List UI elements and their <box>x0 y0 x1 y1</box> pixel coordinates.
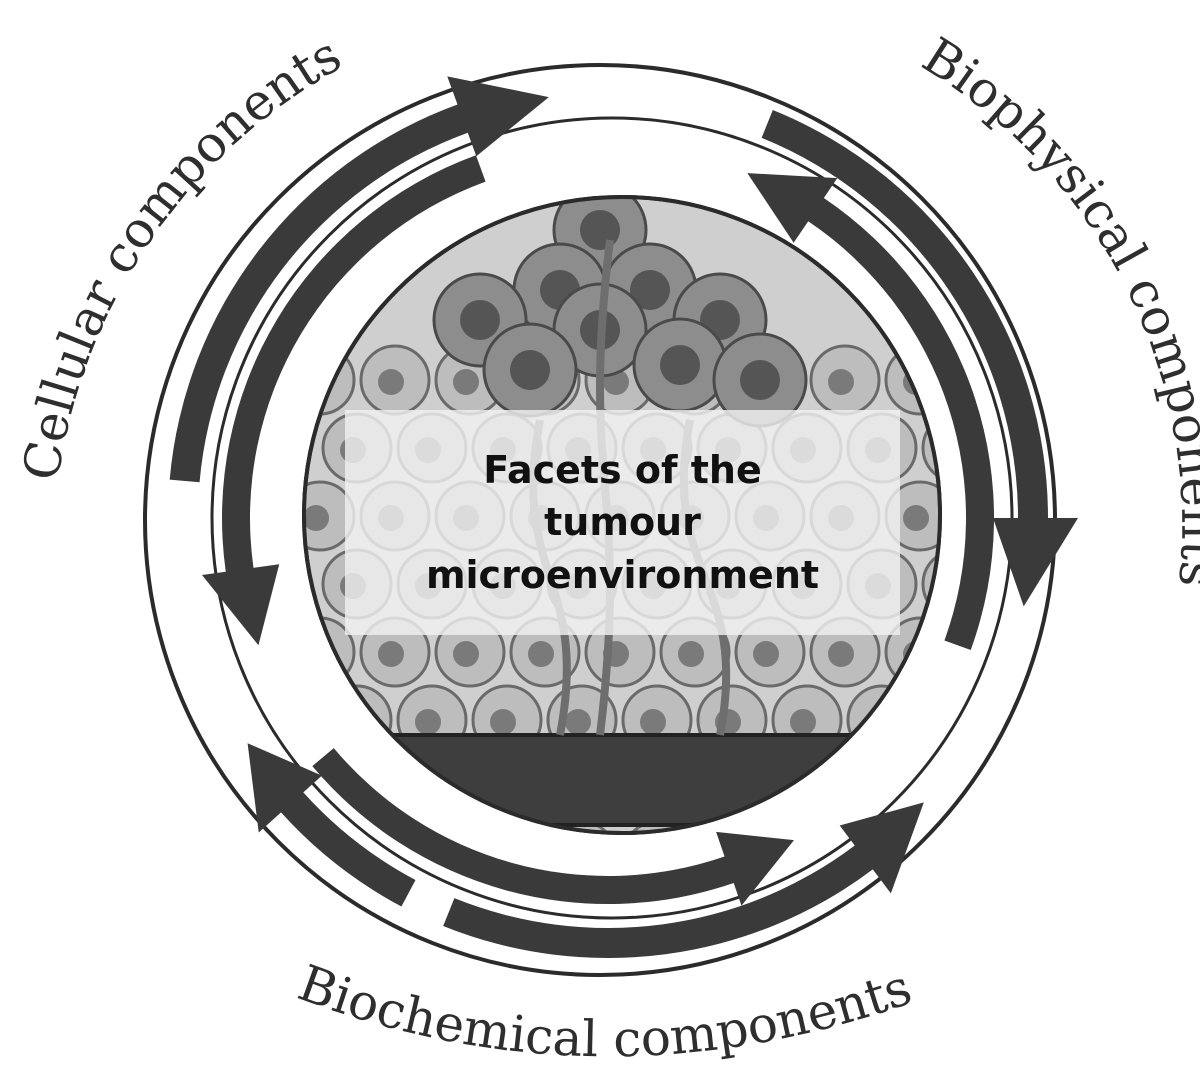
cell <box>921 412 940 484</box>
cell <box>304 616 356 688</box>
cell-nucleus <box>828 369 854 395</box>
cell-nucleus <box>304 641 329 667</box>
cell-nucleus <box>678 641 704 667</box>
cell-nucleus <box>528 641 554 667</box>
cell-nucleus <box>304 369 329 395</box>
cell-nucleus <box>378 369 404 395</box>
cell-nucleus <box>453 641 479 667</box>
arrow-biochemical-lower <box>443 802 924 958</box>
arrow-cellular-counter <box>201 155 486 646</box>
arrow-biochemical-inner <box>312 748 794 906</box>
tumour-nucleus <box>460 300 500 340</box>
cell-nucleus <box>790 845 816 871</box>
cycle-arrows <box>169 76 1078 958</box>
center-title-line-3: microenvironment <box>425 552 820 597</box>
cell-nucleus <box>304 505 329 531</box>
tumour-nucleus <box>580 210 620 250</box>
illustration-border <box>302 195 942 835</box>
arrow-biophysical-counter <box>747 173 995 651</box>
arrow-biophysical-clockwise <box>761 110 1078 607</box>
tumour-nucleus <box>510 350 550 390</box>
cell-nucleus <box>340 709 366 735</box>
label-biochemical: Biochemical components <box>291 954 919 1068</box>
center-title: Facets of the tumour microenvironment <box>345 410 900 635</box>
cell-nucleus <box>640 845 666 871</box>
cell-nucleus <box>565 709 591 735</box>
tumour-nucleus <box>660 345 700 385</box>
cell-nucleus <box>640 709 666 735</box>
arrow-biochemical-clockwise <box>247 743 416 907</box>
cell-nucleus <box>453 369 479 395</box>
cell <box>304 344 356 416</box>
label-biochemical-text: Biochemical components <box>291 954 919 1068</box>
cell-nucleus <box>378 641 404 667</box>
tumour-nucleus <box>740 360 780 400</box>
center-title-line-2: tumour <box>544 500 701 545</box>
arrow-cellular-clockwise <box>169 76 549 483</box>
cell-nucleus <box>565 845 591 871</box>
tumour-nucleus <box>630 270 670 310</box>
cell-nucleus <box>490 709 516 735</box>
cell-nucleus <box>415 709 441 735</box>
cell-nucleus <box>828 641 854 667</box>
cell <box>921 548 940 620</box>
cell-nucleus <box>790 709 816 735</box>
cell-nucleus <box>753 641 779 667</box>
center-title-line-1: Facets of the <box>483 447 762 492</box>
cell-nucleus <box>940 845 966 871</box>
cell-nucleus <box>828 777 854 803</box>
cell-nucleus <box>903 505 929 531</box>
